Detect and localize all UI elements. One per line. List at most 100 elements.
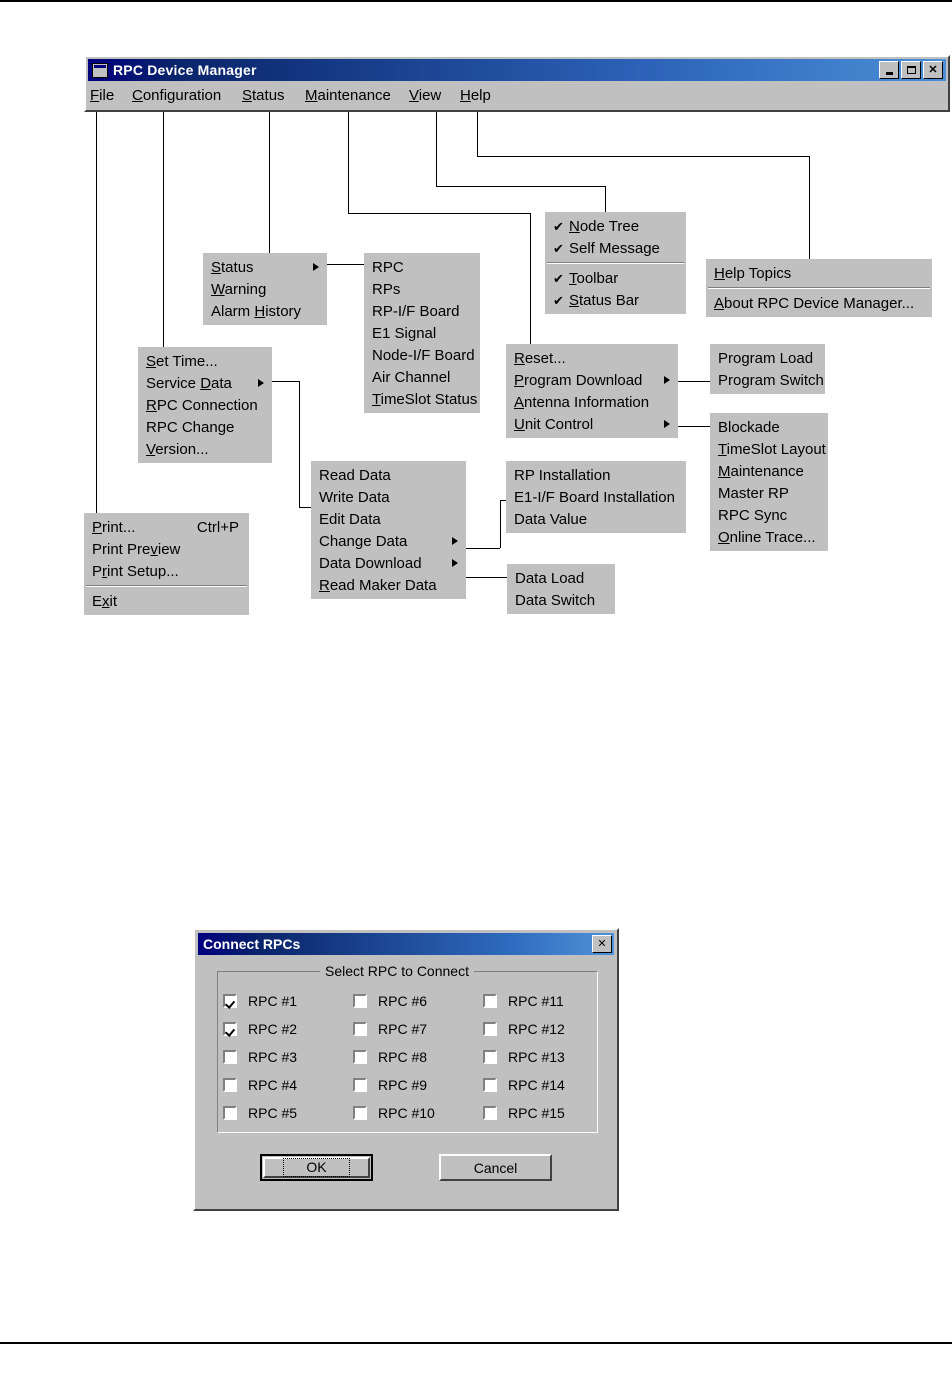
menu-item[interactable]: RPC Sync	[710, 504, 828, 526]
menu-item[interactable]: Print...Ctrl+P	[84, 516, 249, 538]
close-button[interactable]: ✕	[923, 61, 943, 79]
menu-item[interactable]: Read Data	[311, 464, 466, 486]
menu-item[interactable]: Data Load	[507, 567, 615, 589]
menu-item[interactable]: RPs	[364, 278, 480, 300]
menu-item[interactable]: Write Data	[311, 486, 466, 508]
checkbox-rpc-2[interactable]	[223, 1022, 237, 1036]
checkbox-rpc-1[interactable]	[223, 994, 237, 1008]
rpc-checkbox-row[interactable]: RPC #2	[223, 1015, 353, 1043]
dialog-title-bar[interactable]: Connect RPCs ✕	[198, 933, 614, 955]
menu-item[interactable]: RPC	[364, 256, 480, 278]
menu-item[interactable]: Blockade	[710, 416, 828, 438]
menubar-status[interactable]: Status	[242, 87, 285, 104]
menu-item[interactable]: Edit Data	[311, 508, 466, 530]
dialog-close-button[interactable]: ✕	[592, 935, 612, 953]
ok-button[interactable]: OK	[260, 1154, 373, 1181]
menu-item[interactable]: Program Load	[710, 347, 825, 369]
rpc-checkbox-row[interactable]: RPC #9	[353, 1071, 483, 1099]
menu-item[interactable]: Warning	[203, 278, 327, 300]
menu-item[interactable]: Data Switch	[507, 589, 615, 611]
menu-item[interactable]: Help Topics	[706, 262, 932, 284]
menu-item[interactable]: Data Value	[506, 508, 686, 530]
menu-item[interactable]: Maintenance	[710, 460, 828, 482]
menu-item[interactable]: Print Setup...	[84, 560, 249, 582]
checkbox-rpc-14[interactable]	[483, 1078, 497, 1092]
minimize-button[interactable]	[879, 61, 899, 79]
menu-item[interactable]: ✔Status Bar	[545, 289, 686, 311]
checkbox-rpc-13[interactable]	[483, 1050, 497, 1064]
menu-item[interactable]: Print Preview	[84, 538, 249, 560]
checkbox-rpc-12[interactable]	[483, 1022, 497, 1036]
cancel-button[interactable]: Cancel	[439, 1154, 552, 1181]
rpc-checkbox-row[interactable]: RPC #10	[353, 1099, 483, 1127]
rpc-checkbox-row[interactable]: RPC #5	[223, 1099, 353, 1127]
menubar-configuration[interactable]: Configuration	[132, 87, 222, 104]
checkbox-rpc-7[interactable]	[353, 1022, 367, 1036]
menu-item[interactable]: Data Download	[311, 552, 466, 574]
rpc-checkbox-row[interactable]: RPC #13	[483, 1043, 613, 1071]
menu-item[interactable]: ✔Toolbar	[545, 267, 686, 289]
maximize-button[interactable]	[901, 61, 921, 79]
menu-item[interactable]: E1 Signal	[364, 322, 480, 344]
menu-item[interactable]: Exit	[84, 590, 249, 612]
rpc-checkbox-row[interactable]: RPC #7	[353, 1015, 483, 1043]
menu-item[interactable]: ✔Self Message	[545, 237, 686, 259]
menu-view[interactable]: ✔Node Tree✔Self Message ✔Toolbar✔Status B…	[545, 212, 686, 314]
menu-item[interactable]: About RPC Device Manager...	[706, 292, 932, 314]
checkbox-rpc-15[interactable]	[483, 1106, 497, 1120]
checkbox-rpc-6[interactable]	[353, 994, 367, 1008]
checkbox-rpc-8[interactable]	[353, 1050, 367, 1064]
menubar-file[interactable]: File	[90, 87, 115, 104]
rpc-checkbox-row[interactable]: RPC #8	[353, 1043, 483, 1071]
menubar-help[interactable]: Help	[460, 87, 491, 104]
checkbox-rpc-4[interactable]	[223, 1078, 237, 1092]
menu-item[interactable]: Alarm History	[203, 300, 327, 322]
checkbox-rpc-3[interactable]	[223, 1050, 237, 1064]
checkbox-rpc-5[interactable]	[223, 1106, 237, 1120]
menu-item[interactable]: Online Trace...	[710, 526, 828, 548]
menubar-maintenance[interactable]: Maintenance	[305, 87, 391, 104]
menu-item[interactable]: Air Channel	[364, 366, 480, 388]
menu-item[interactable]: Status	[203, 256, 327, 278]
menu-item[interactable]: Version...	[138, 438, 272, 460]
menu-item[interactable]: Unit Control	[506, 413, 678, 435]
checkbox-rpc-11[interactable]	[483, 994, 497, 1008]
rpc-checkbox-row[interactable]: RPC #3	[223, 1043, 353, 1071]
menu-item[interactable]: Program Switch	[710, 369, 825, 391]
rpc-checkbox-row[interactable]: RPC #15	[483, 1099, 613, 1127]
menu-item[interactable]: ✔Node Tree	[545, 215, 686, 237]
menu-item[interactable]: Node-I/F Board	[364, 344, 480, 366]
menubar-view[interactable]: View	[409, 87, 442, 104]
menu-item[interactable]: RP-I/F Board	[364, 300, 480, 322]
menu-item[interactable]: Read Maker Data	[311, 574, 466, 596]
menu-item[interactable]: Master RP	[710, 482, 828, 504]
checkbox-rpc-9[interactable]	[353, 1078, 367, 1092]
rpc-checkbox-row[interactable]: RPC #1	[223, 987, 353, 1015]
menu-item[interactable]: TimeSlot Layout	[710, 438, 828, 460]
menu-item[interactable]: Set Time...	[138, 350, 272, 372]
menu-item[interactable]: Program Download	[506, 369, 678, 391]
menu-item[interactable]: Reset...	[506, 347, 678, 369]
menu-item[interactable]: Antenna Information	[506, 391, 678, 413]
menu-item[interactable]: E1-I/F Board Installation	[506, 486, 686, 508]
rpc-checkbox-row[interactable]: RPC #11	[483, 987, 613, 1015]
menu-item[interactable]: RP Installation	[506, 464, 686, 486]
menu-item[interactable]: RPC Connection	[138, 394, 272, 416]
rpc-checkbox-row[interactable]: RPC #6	[353, 987, 483, 1015]
menu-item[interactable]: TimeSlot Status	[364, 388, 480, 410]
title-bar[interactable]: RPC Device Manager ✕	[88, 59, 946, 81]
rpc-checkbox-row[interactable]: RPC #4	[223, 1071, 353, 1099]
checkbox-rpc-10[interactable]	[353, 1106, 367, 1120]
menu-item[interactable]: RPC Change	[138, 416, 272, 438]
menu-item[interactable]: Change Data	[311, 530, 466, 552]
